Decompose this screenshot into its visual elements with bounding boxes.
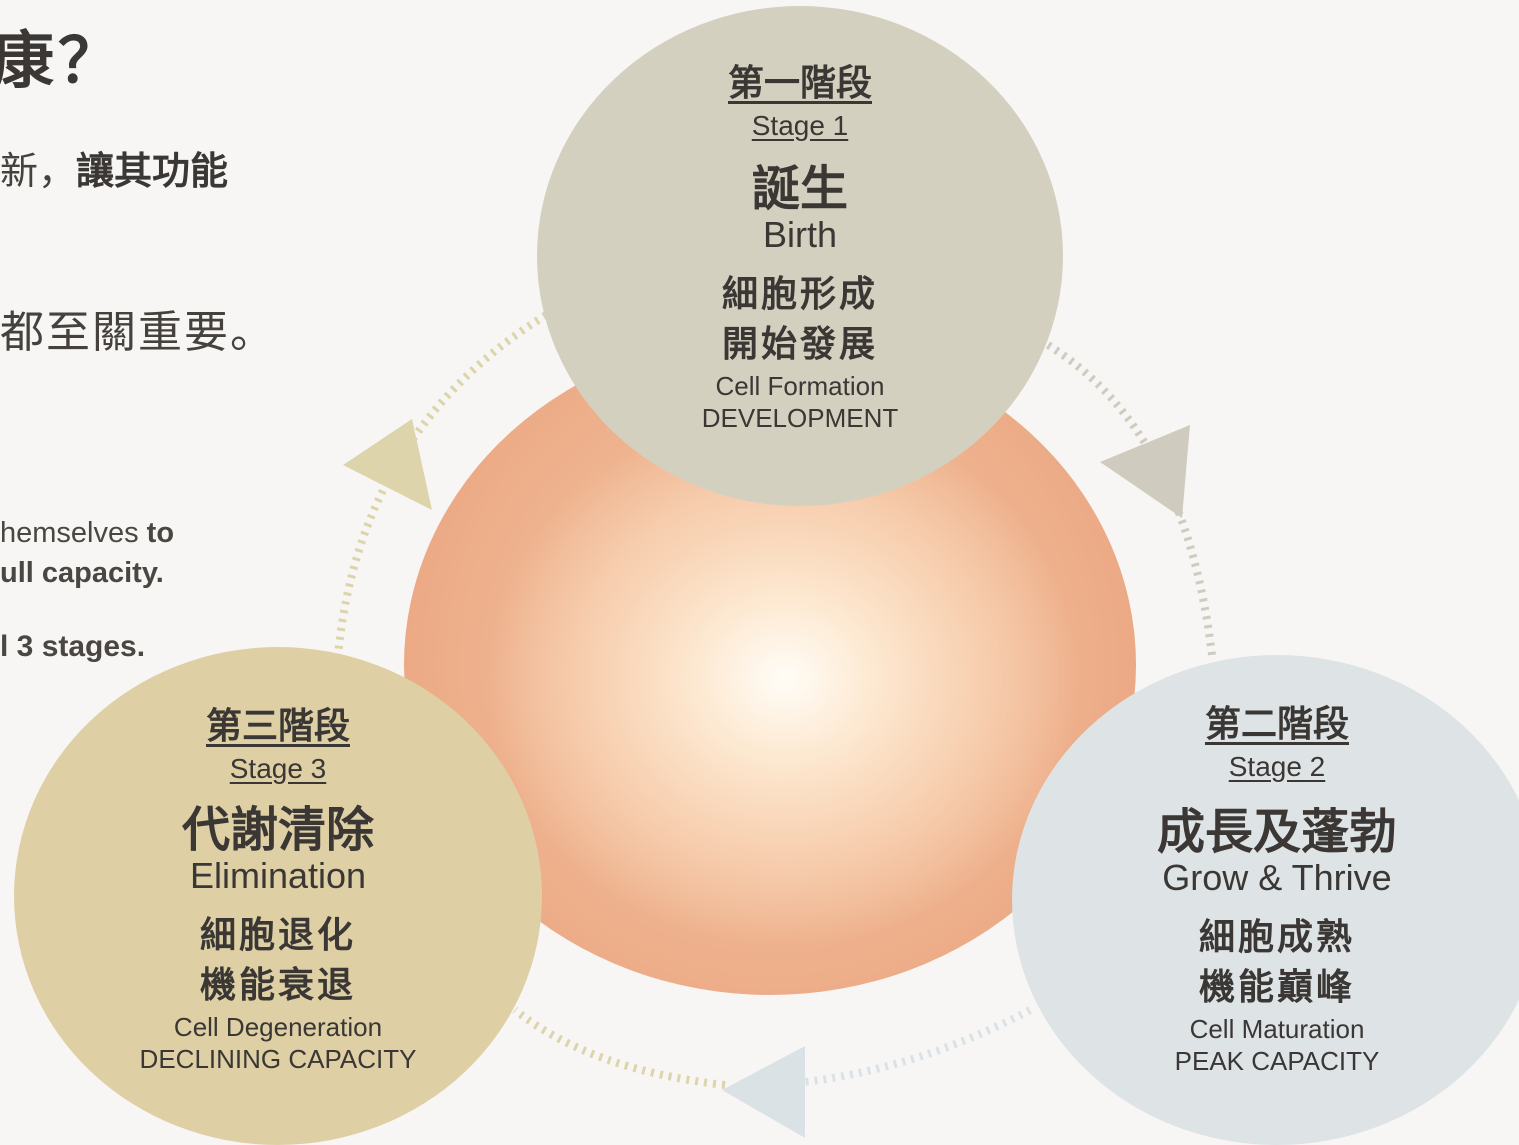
intro-en-line-1-bold: to <box>146 517 175 549</box>
dotted-arc-right <box>1045 341 1216 656</box>
intro-en-line-1: hemselves to <box>0 513 174 553</box>
arrow-head-stage2-to-3 <box>722 1046 805 1138</box>
stage-2-en-title: Grow & Thrive <box>1162 857 1392 898</box>
stage-2-zh-desc-1: 細胞成熟 <box>1198 917 1355 958</box>
intro-en-line-2: ull capacity. <box>0 557 164 589</box>
intro-english-text: hemselves to ull capacity. <box>0 513 174 593</box>
stage-2-en-desc-2: PEAK CAPACITY <box>1174 1046 1380 1076</box>
stage-3-circle: 第三階段 Stage 3 代謝清除 Elimination 細胞退化 機能衰退 … <box>14 647 542 1145</box>
stage-3-en-desc-2: DECLINING CAPACITY <box>139 1044 417 1074</box>
intro-line-1-plain: 新， <box>0 149 77 193</box>
intro-en-line-3: l 3 stages. <box>0 630 146 663</box>
dotted-arc-bottom-left <box>512 1006 726 1089</box>
stage-3-en-desc-1: Cell Degeneration <box>173 1012 383 1042</box>
stage-1-zh-label: 第一階段 <box>727 63 872 104</box>
stage-2-zh-title: 成長及蓬勃 <box>1156 804 1397 860</box>
stage-1-zh-desc-2: 開始發展 <box>721 324 878 365</box>
stage-1-circle: 第一階段 Stage 1 誕生 Birth 細胞形成 開始發展 Cell For… <box>537 6 1063 506</box>
arrow-head-stage1-to-2 <box>1100 425 1190 518</box>
dotted-arc-bottom-right <box>804 1006 1032 1086</box>
stage-1-zh-desc-1: 細胞形成 <box>721 274 878 315</box>
stage-3-en-title: Elimination <box>189 855 367 896</box>
stage-3-zh-desc-1: 細胞退化 <box>199 915 356 956</box>
intro-line-1-bold: 讓其功能 <box>76 149 229 193</box>
stage-1-en-desc-2: DEVELOPMENT <box>701 403 899 433</box>
arrow-head-stage3-to-1 <box>343 419 432 510</box>
stage-1-zh-title: 誕生 <box>751 161 848 217</box>
dotted-arc-left <box>334 311 549 656</box>
stage-2-en-desc-1: Cell Maturation <box>1189 1014 1365 1044</box>
stage-2-circle: 第二階段 Stage 2 成長及蓬勃 Grow & Thrive 細胞成熟 機能… <box>1012 655 1519 1145</box>
stage-1-en-label: Stage 1 <box>751 110 849 141</box>
stage-2-zh-label: 第二階段 <box>1204 704 1349 745</box>
page-heading: 康？ <box>0 24 125 97</box>
stage-3-zh-title: 代謝清除 <box>181 802 374 858</box>
intro-en-line-1-plain: hemselves <box>0 517 147 549</box>
stage-1-en-title: Birth <box>762 214 838 255</box>
stage-3-zh-desc-2: 機能衰退 <box>199 965 356 1006</box>
intro-line-2: 都至關重要。 <box>0 307 276 358</box>
intro-line-1: 新，讓其功能 <box>0 140 228 195</box>
stage-2-zh-desc-2: 機能巔峰 <box>1198 967 1355 1008</box>
stage-3-zh-label: 第三階段 <box>205 706 350 747</box>
stage-3-en-label: Stage 3 <box>229 753 327 784</box>
stage-2-en-label: Stage 2 <box>1228 751 1326 782</box>
stage-1-en-desc-1: Cell Formation <box>715 371 885 401</box>
